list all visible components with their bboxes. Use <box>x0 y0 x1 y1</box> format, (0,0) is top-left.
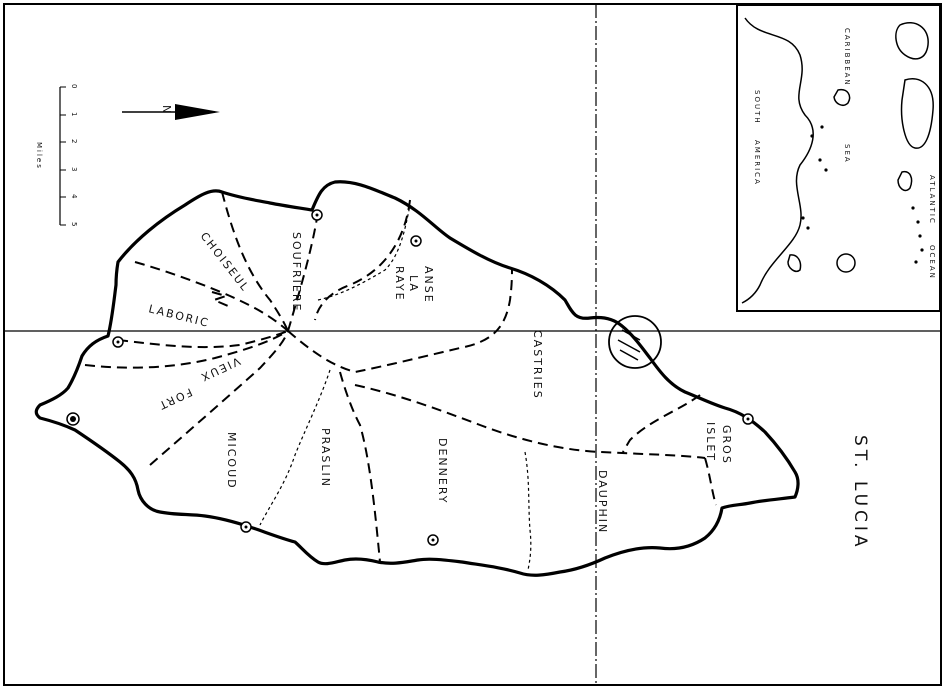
castries-harbour-circle <box>608 315 662 369</box>
scale-tick-1: 1 <box>70 112 78 118</box>
inset-label-caribbean: CARIBBEAN <box>843 28 851 87</box>
inset-puerto-rico <box>897 170 913 192</box>
town-markers <box>66 209 754 546</box>
inset-label-atlantic: ATLANTIC <box>928 175 936 225</box>
inset-label-america: AMERICA <box>753 140 761 186</box>
label-choiseul: CHOISEUL <box>198 230 253 295</box>
inset-st-lucia-highlight <box>836 253 856 273</box>
map-title: ST. LUCIA <box>850 435 870 551</box>
inset-south-america-coast <box>741 17 814 304</box>
label-vieux: VIEUX <box>197 354 242 384</box>
inset-trinidad <box>787 254 802 273</box>
inset-hispaniola <box>900 78 934 149</box>
map-frame <box>3 3 942 686</box>
castries-harbour-detail <box>617 329 641 361</box>
label-laboric: LABORIC <box>147 302 211 330</box>
label-fort: FORT <box>156 385 195 412</box>
label-dennery: DENNERY <box>436 438 449 505</box>
quarter-labels: CHOISEUL SOUFRIERE ANSE LA RAYE LABORIC … <box>147 230 733 534</box>
inset-frame <box>736 4 941 312</box>
quarter-boundaries <box>84 191 717 563</box>
label-islet: ISLET <box>704 422 717 462</box>
label-castries: CASTRIES <box>531 330 544 400</box>
scale-tick-4: 4 <box>70 194 78 200</box>
scale-tick-2: 2 <box>70 139 78 145</box>
inset-label-sea: SEA <box>843 144 851 164</box>
dotted-lines <box>259 204 532 571</box>
inset-map: CARIBBEAN SEA SOUTH AMERICA ATLANTIC OCE… <box>736 4 941 312</box>
label-micoud: MICOUD <box>225 432 238 490</box>
label-praslin: PRASLIN <box>319 428 332 488</box>
label-dauphin: DAUPHIN <box>596 470 609 534</box>
inset-cuba <box>895 22 929 60</box>
north-arrow-label: N <box>160 105 173 115</box>
scale-tick-3: 3 <box>70 167 78 173</box>
label-anse: ANSE <box>422 266 435 304</box>
inset-lesser-antilles <box>801 125 924 264</box>
inset-label-ocean: OCEAN <box>928 245 936 280</box>
scale-tick-5: 5 <box>70 222 78 228</box>
label-gros: GROS <box>720 425 733 465</box>
inset-jamaica <box>833 88 851 106</box>
inset-label-south: SOUTH <box>753 90 761 125</box>
island-coastline <box>34 180 800 577</box>
scale-tick-0: 0 <box>70 84 78 90</box>
label-la: LA <box>407 275 420 293</box>
label-raye: RAYE <box>393 266 406 302</box>
label-soufriere: SOUFRIERE <box>290 232 303 312</box>
scale-unit: Miles <box>35 142 43 170</box>
scale-bar: 0 1 2 3 4 5 Miles <box>35 84 78 228</box>
north-arrow: N <box>122 104 220 120</box>
